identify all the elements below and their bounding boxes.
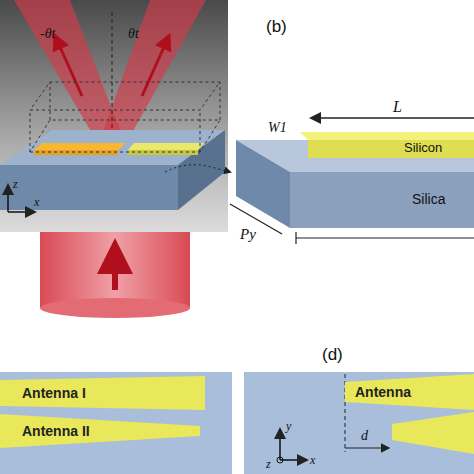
panel-letter: (d): [322, 346, 343, 365]
angle-symbol: θt: [128, 26, 139, 41]
distance-symbol: d: [361, 428, 368, 443]
antenna-name: Antenna I: [22, 385, 86, 401]
panel-b: [230, 118, 474, 244]
axis-name: x: [34, 196, 39, 209]
angle-symbol: -θt: [40, 26, 55, 41]
panel-letter: (b): [266, 18, 287, 37]
axis-name: z: [266, 458, 271, 471]
antenna-wedge: Antenna II: [0, 414, 200, 448]
axis-name: y: [286, 420, 291, 433]
antenna-wedge: Antenna I: [0, 376, 205, 410]
period-symbol: Py: [240, 226, 256, 243]
antenna-name: Antenna: [355, 384, 411, 400]
panel-d: [244, 372, 474, 474]
width-symbol: W1: [268, 120, 287, 135]
panel-c: [0, 372, 232, 474]
antenna-name: Antenna II: [22, 423, 90, 439]
material-name: Silica: [412, 192, 445, 207]
antenna-wedge: Antenna: [345, 374, 474, 410]
material-name: Silicon: [404, 141, 442, 155]
length-symbol: L: [393, 98, 402, 116]
axis-name: z: [13, 178, 18, 191]
axis-name: x: [310, 454, 315, 467]
panel-a: [0, 0, 230, 318]
